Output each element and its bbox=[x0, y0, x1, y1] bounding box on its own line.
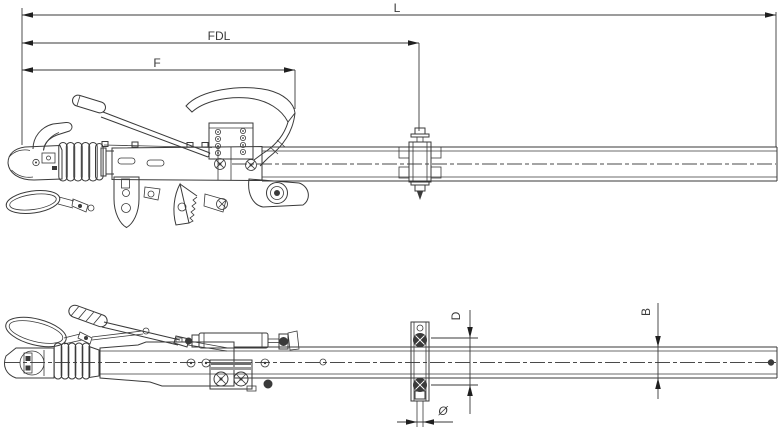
dim-label-diameter: Ø bbox=[437, 404, 448, 418]
handbrake-lever bbox=[185, 87, 296, 167]
pivot-bolt-front bbox=[214, 158, 226, 170]
tube-clamp-side bbox=[398, 127, 442, 200]
pivot-bolt-rear bbox=[245, 159, 257, 171]
lower-bracket bbox=[143, 186, 161, 201]
flange-bolt-right bbox=[233, 371, 249, 387]
dim-label-B: B bbox=[639, 308, 653, 316]
dimension-B: B bbox=[639, 303, 661, 399]
bellows-plan bbox=[53, 342, 100, 380]
dim-label-L: L bbox=[394, 1, 401, 15]
dimension-F: F bbox=[22, 56, 296, 109]
support-bracket bbox=[113, 176, 140, 229]
dimension-diameter: Ø bbox=[397, 404, 453, 425]
damper bbox=[185, 330, 300, 351]
coupling-head-plan bbox=[3, 347, 55, 379]
bellows bbox=[58, 142, 104, 182]
roller bbox=[248, 178, 309, 208]
dimension-L: L bbox=[21, 1, 777, 147]
plan-view: D Ø B bbox=[3, 303, 778, 427]
ratchet-segment bbox=[173, 182, 228, 226]
dimension-D: D bbox=[431, 310, 478, 414]
tube-end-hole bbox=[767, 359, 775, 366]
dim-label-FDL: FDL bbox=[208, 29, 231, 43]
drawbar-tube-plan bbox=[234, 346, 778, 379]
coupling-release-handle bbox=[32, 121, 73, 151]
coupling-head bbox=[7, 144, 63, 181]
mounting-plate bbox=[208, 122, 254, 160]
cable-hook bbox=[87, 204, 95, 212]
dimension-FDL: FDL bbox=[22, 29, 420, 131]
dim-label-F: F bbox=[153, 56, 160, 70]
neck bbox=[100, 147, 114, 177]
side-view: L FDL F bbox=[5, 1, 778, 229]
release-rod bbox=[72, 94, 211, 158]
drawbar-tube-side bbox=[232, 146, 778, 182]
flange-bolt-left bbox=[213, 371, 229, 387]
mounting-plate-plan bbox=[209, 359, 257, 392]
breakaway-cable bbox=[5, 189, 95, 215]
tube-clamp-plan bbox=[410, 321, 430, 427]
dim-label-D: D bbox=[449, 311, 463, 320]
drain-bolt bbox=[263, 379, 273, 389]
